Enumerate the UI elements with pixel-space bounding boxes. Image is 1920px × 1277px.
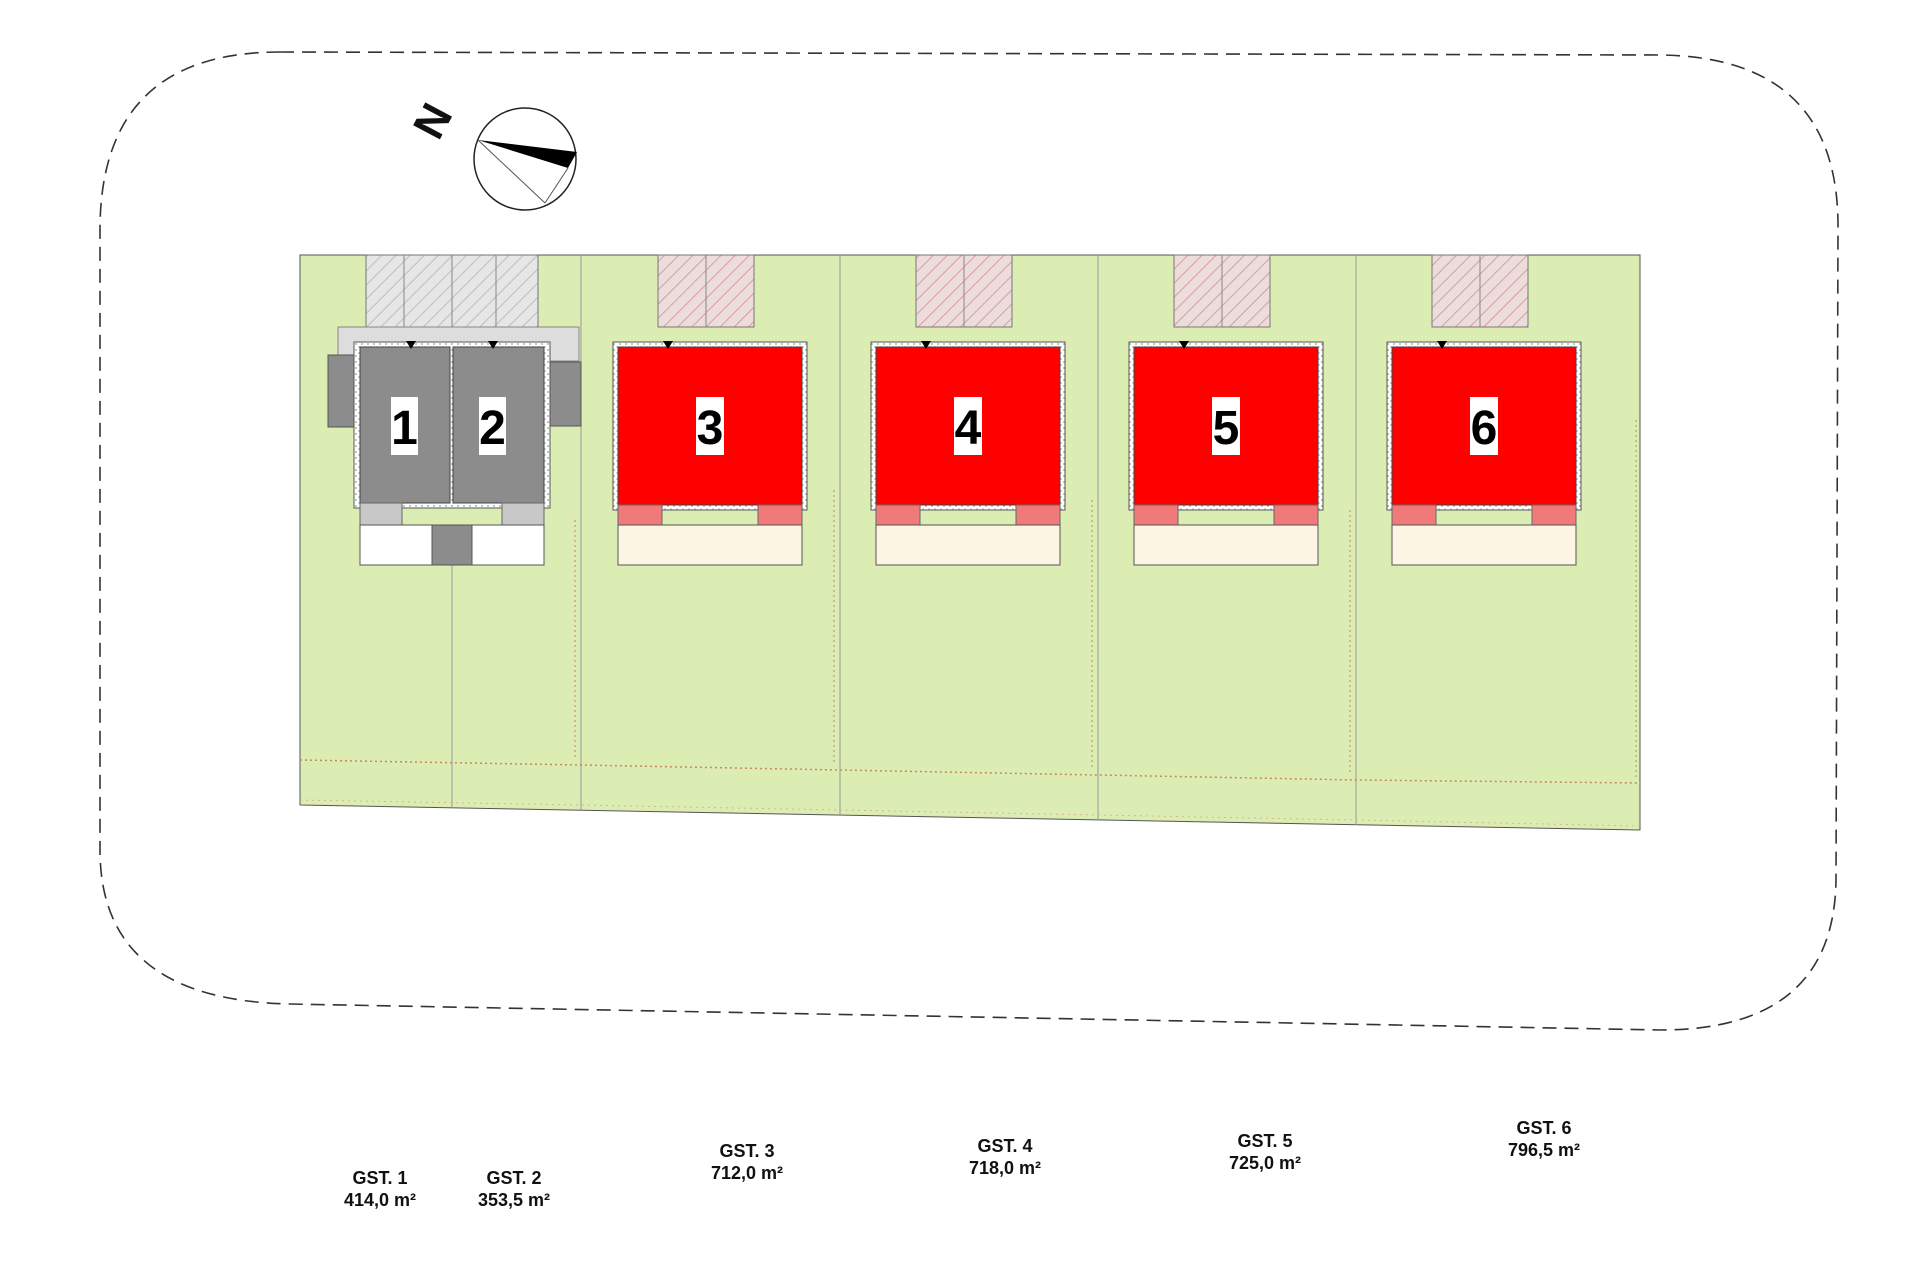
lot-4-number: 4 bbox=[955, 402, 982, 455]
lot-3-number: 3 bbox=[697, 402, 724, 455]
entry-step-left-lot-5 bbox=[1133, 504, 1179, 526]
terrace-lot-5 bbox=[1133, 524, 1319, 566]
entry-step-right-lot-6 bbox=[1531, 504, 1577, 526]
entry-step-lot-1 bbox=[359, 502, 403, 526]
entry-step-left-lot-3 bbox=[617, 504, 663, 526]
compass-needle-shadow bbox=[477, 139, 546, 204]
lot-1-name: GST. 1 bbox=[352, 1168, 407, 1188]
lot-2-name: GST. 2 bbox=[486, 1168, 541, 1188]
lot-4-area: 718,0 m² bbox=[969, 1158, 1041, 1178]
terrace-lot-2 bbox=[471, 524, 545, 566]
terrace-lot-6 bbox=[1391, 524, 1577, 566]
lot-5-number: 5 bbox=[1213, 402, 1240, 455]
lot-1-area: 414,0 m² bbox=[344, 1190, 416, 1210]
lot-5[interactable]: 5 bbox=[1128, 341, 1324, 566]
lot-6-number-box bbox=[1470, 397, 1498, 455]
lot-2[interactable]: 2 bbox=[452, 341, 545, 566]
terrace-lot-1 bbox=[359, 524, 433, 566]
entrance-arrow-icon bbox=[488, 341, 498, 349]
entrance-arrow-icon bbox=[663, 341, 673, 349]
driveways bbox=[365, 254, 1529, 328]
lot-2-number: 2 bbox=[479, 402, 506, 455]
lot-2-number-box bbox=[479, 397, 506, 455]
lot-6[interactable]: 6 bbox=[1386, 341, 1582, 566]
side-annex-right bbox=[548, 361, 582, 427]
lot-4[interactable]: 4 bbox=[870, 341, 1066, 566]
entrance-arrow-icon bbox=[1179, 341, 1189, 349]
lot-6-number: 6 bbox=[1471, 402, 1498, 455]
compass-north-label: N bbox=[404, 96, 462, 147]
entry-step-lot-2 bbox=[501, 502, 545, 526]
entry-step-right-lot-4 bbox=[1015, 504, 1061, 526]
lot-group-1-2: 1 2 bbox=[327, 326, 582, 566]
lot-1-number: 1 bbox=[391, 402, 418, 455]
lot-3-number-box bbox=[696, 397, 724, 455]
side-annex-left bbox=[327, 354, 357, 428]
development-boundary bbox=[99, 51, 1839, 1031]
lot-1-number-box bbox=[391, 397, 418, 455]
shared-wall-lot-1-2 bbox=[431, 524, 473, 566]
entrance-arrow-icon bbox=[921, 341, 931, 349]
terrace-lot-4 bbox=[875, 524, 1061, 566]
terrace-lot-3 bbox=[617, 524, 803, 566]
compass: N bbox=[404, 96, 577, 211]
lot-3-area: 712,0 m² bbox=[711, 1163, 783, 1183]
entry-step-right-lot-5 bbox=[1273, 504, 1319, 526]
lot-5-area: 725,0 m² bbox=[1229, 1153, 1301, 1173]
lot-6-name: GST. 6 bbox=[1516, 1118, 1571, 1138]
lot-5-number-box bbox=[1212, 397, 1240, 455]
lot-4-name: GST. 4 bbox=[977, 1136, 1032, 1156]
compass-needle-icon bbox=[478, 140, 577, 168]
entrance-arrow-icon bbox=[1437, 341, 1447, 349]
lot-3[interactable]: 3 bbox=[612, 341, 808, 566]
entry-step-right-lot-3 bbox=[757, 504, 803, 526]
lot-2-area: 353,5 m² bbox=[478, 1190, 550, 1210]
lot-6-area: 796,5 m² bbox=[1508, 1140, 1580, 1160]
lot-5-name: GST. 5 bbox=[1237, 1131, 1292, 1151]
compass-circle bbox=[473, 107, 577, 211]
lot-1[interactable]: 1 bbox=[359, 341, 451, 566]
lot-labels: GST. 1 414,0 m² GST. 2 353,5 m² GST. 3 7… bbox=[344, 1118, 1580, 1210]
available-lots: 3 4 5 6 bbox=[612, 341, 1582, 566]
compass-needle-edge bbox=[544, 167, 569, 204]
entrance-arrow-icon bbox=[406, 341, 416, 349]
lot-3-name: GST. 3 bbox=[719, 1141, 774, 1161]
entry-step-left-lot-6 bbox=[1391, 504, 1437, 526]
lot-boundaries bbox=[299, 255, 1641, 827]
entry-step-left-lot-4 bbox=[875, 504, 921, 526]
lot-4-number-box bbox=[954, 397, 982, 455]
